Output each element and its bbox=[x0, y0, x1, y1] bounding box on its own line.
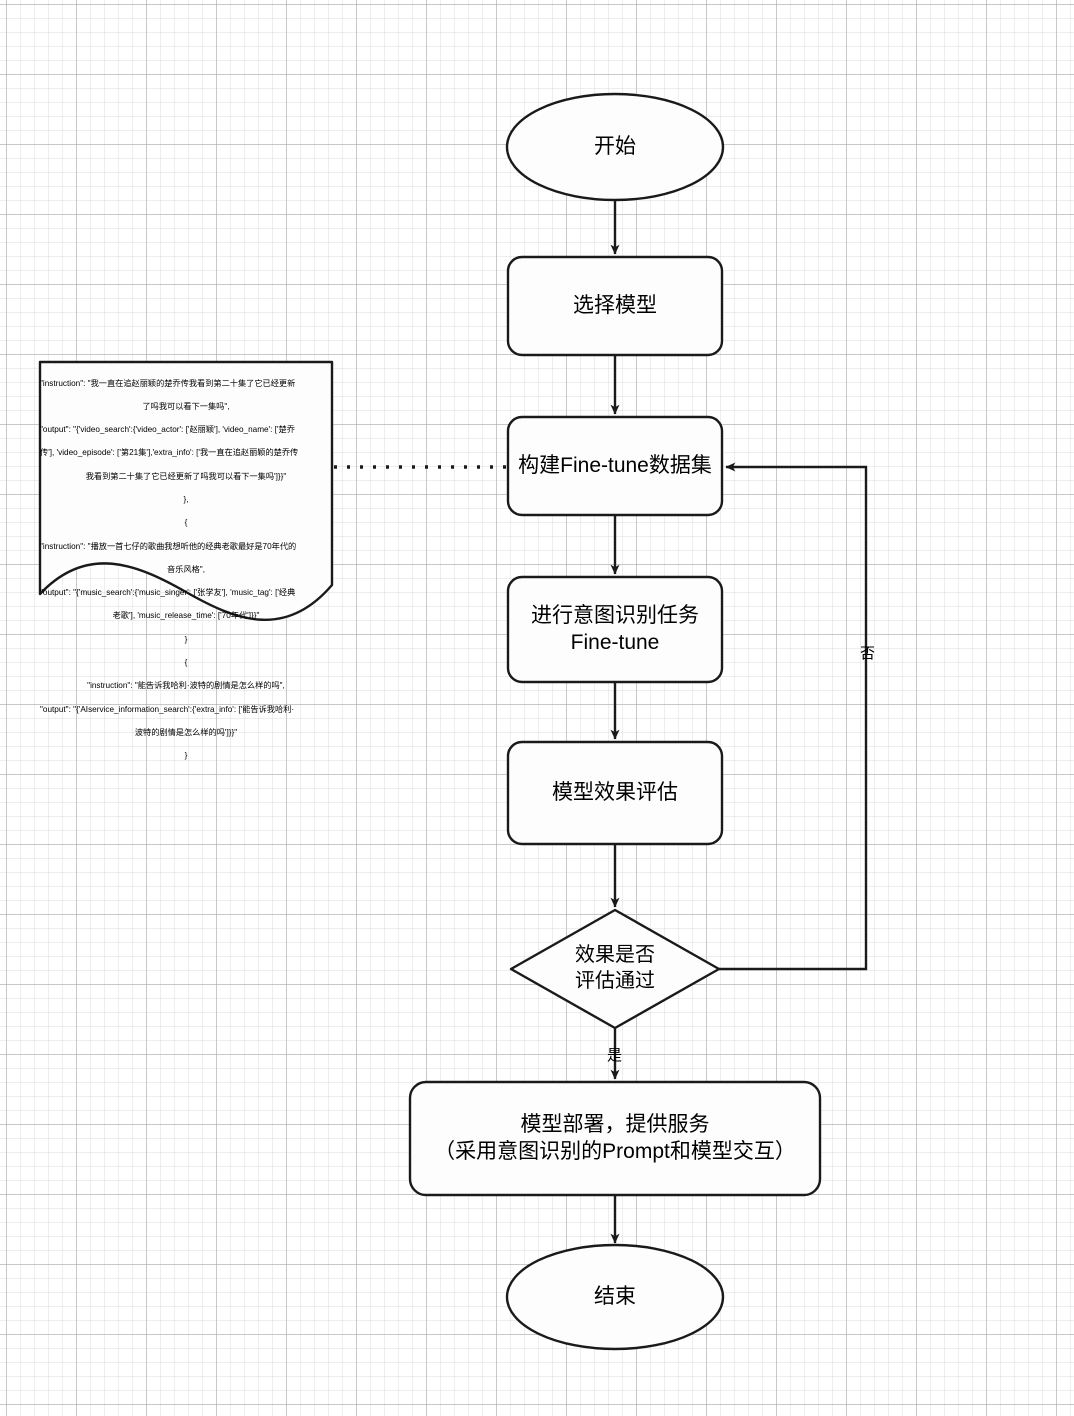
doc-line: "output": "{'AIservice_information_searc… bbox=[40, 704, 295, 714]
node-end-shape[interactable] bbox=[505, 1243, 725, 1351]
doc-line: "instruction": "我一直在追赵丽颖的楚乔传我看到第二十集了它已经更… bbox=[40, 378, 296, 388]
edge-decision-no-loop bbox=[719, 462, 868, 971]
doc-line: "instruction": "播放一首七仔的歌曲我想听他的经典老歌最好是70年… bbox=[40, 541, 297, 551]
doc-line: }, bbox=[183, 495, 189, 505]
doc-line: } bbox=[184, 634, 188, 644]
doc-line: 波特的剧情是怎么样的吗']}}" bbox=[134, 727, 238, 737]
node-sample-document-shape[interactable] bbox=[38, 360, 334, 621]
doc-line: { bbox=[184, 518, 188, 528]
node-select-model-shape[interactable] bbox=[506, 255, 724, 357]
doc-line: 传'], 'video_episode': ['第21集'],'extra_in… bbox=[40, 448, 299, 458]
node-start-shape[interactable] bbox=[505, 92, 725, 202]
node-decision-shape[interactable] bbox=[509, 908, 721, 1030]
doc-line: 我看到第二十集了它已经更新了吗我可以看下一集吗']}}" bbox=[85, 471, 287, 481]
node-finetune-shape[interactable] bbox=[506, 575, 724, 684]
edge-label-no: 否 bbox=[858, 645, 875, 660]
node-deploy-shape[interactable] bbox=[408, 1080, 822, 1197]
node-build-dataset-shape[interactable] bbox=[506, 415, 724, 517]
doc-line: 老歌'], 'music_release_time': ['70年代']}}" bbox=[112, 611, 260, 621]
doc-line: { bbox=[184, 658, 188, 668]
doc-line: "output": "{'music_search':{'music_singe… bbox=[40, 588, 296, 598]
doc-line: 音乐风格", bbox=[167, 564, 205, 574]
doc-line: 了吗我可以看下一集吗", bbox=[142, 401, 230, 411]
doc-line: } bbox=[184, 751, 188, 761]
sample-document-text: "instruction": "我一直在追赵丽颖的楚乔传我看到第二十集了它已经更… bbox=[40, 366, 332, 773]
doc-line: "output": "{'video_search':{'video_actor… bbox=[40, 425, 295, 435]
node-evaluate-shape[interactable] bbox=[506, 740, 724, 846]
edge-label-yes: 是 bbox=[607, 1047, 623, 1064]
doc-line: "instruction": "能告诉我哈利·波特的剧情是怎么样的吗", bbox=[87, 681, 285, 691]
